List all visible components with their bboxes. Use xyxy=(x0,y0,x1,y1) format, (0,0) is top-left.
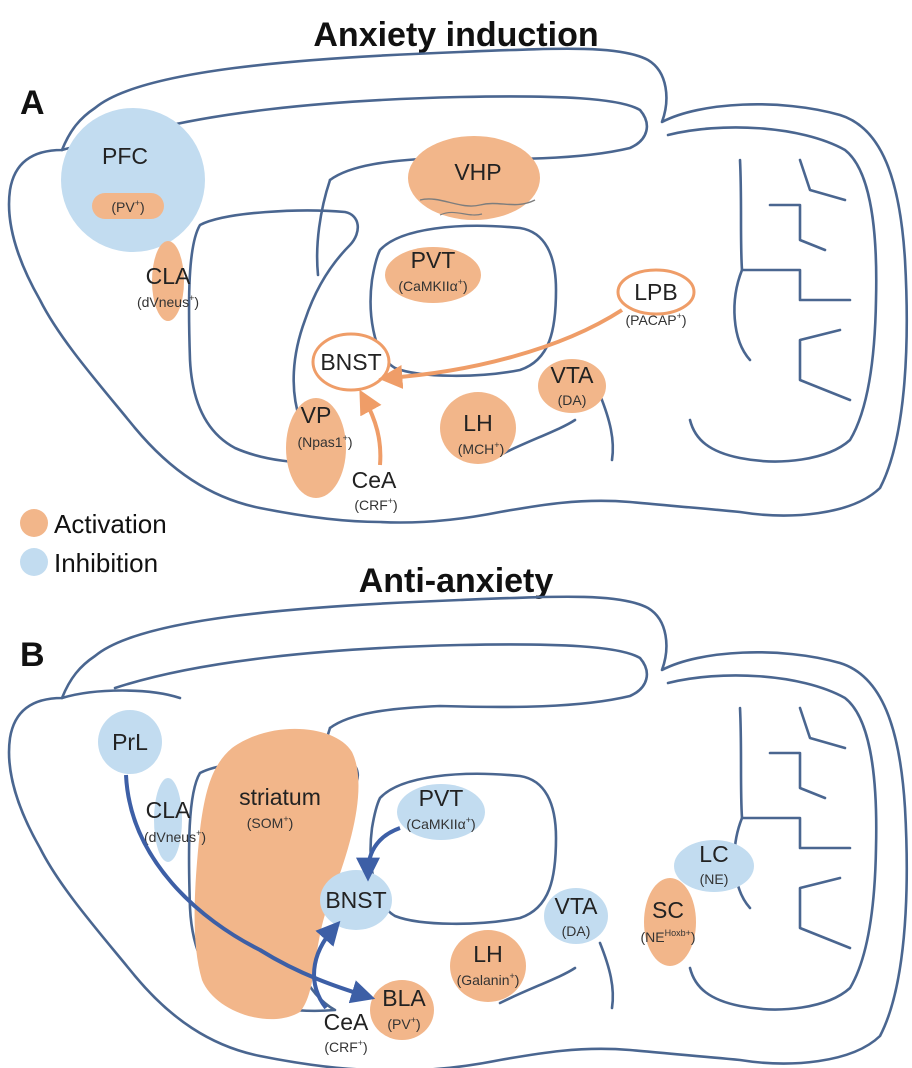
region-pvt-b xyxy=(397,784,485,840)
arrow-pvt-to-bnst xyxy=(356,826,401,882)
cea-label-a: CeA xyxy=(352,467,397,493)
legend-activation-label: Activation xyxy=(54,509,167,539)
pvt-label-b: PVT xyxy=(419,785,464,811)
region-lh-a xyxy=(440,392,516,464)
lh-label-b: LH xyxy=(473,941,502,967)
prl-label-b: PrL xyxy=(112,729,148,755)
region-sc-b xyxy=(644,878,696,966)
pvt-sub-a: (CaMKIIα+) xyxy=(398,277,467,294)
legend-inhibition-label: Inhibition xyxy=(54,548,158,578)
region-bnst-a xyxy=(311,332,391,392)
lh-sub-a: (MCH+) xyxy=(458,440,504,457)
lh-label-a: LH xyxy=(463,410,492,436)
region-lc-b xyxy=(674,840,754,892)
panel-a: Anxiety induction A PFC (PV+) CLA (dVneu… xyxy=(7,16,909,524)
lpb-sub-a: (PACAP+) xyxy=(625,311,686,328)
arrow-cea-to-bnst-a xyxy=(359,389,383,466)
region-bla-b xyxy=(370,980,434,1040)
lh-sub-b: (Galanin+) xyxy=(457,971,520,988)
bla-sub-b: (PV+) xyxy=(387,1015,420,1032)
sc-label-b: SC xyxy=(652,897,684,923)
striatum-sub-b: (SOM+) xyxy=(247,814,294,831)
sc-sub-b: (NEHoxb+) xyxy=(640,928,695,945)
region-striatum-b xyxy=(194,728,359,1020)
region-prl-b xyxy=(98,710,162,774)
arrow-lpb-to-bnst xyxy=(378,308,624,389)
bla-label-b: BLA xyxy=(382,985,426,1011)
vp-sub-a: (Npas1+) xyxy=(297,433,352,450)
bnst-label-b: BNST xyxy=(325,887,386,913)
region-lpb-a xyxy=(616,268,696,316)
vta-label-a: VTA xyxy=(550,362,594,388)
region-pfc-pv-a xyxy=(92,193,164,219)
vta-label-b: VTA xyxy=(554,893,598,919)
cla-label-b: CLA xyxy=(146,797,191,823)
cea-label-b: CeA xyxy=(324,1009,369,1035)
vta-sub-b: (DA) xyxy=(562,923,591,939)
vta-sub-a: (DA) xyxy=(558,392,587,408)
region-lh-b xyxy=(450,930,526,1002)
legend: Activation Inhibition xyxy=(20,509,167,578)
region-pfc-a xyxy=(61,108,205,252)
region-vp-a xyxy=(286,398,346,498)
vp-label-a: VP xyxy=(301,402,332,428)
legend-inhibition-swatch xyxy=(20,548,48,576)
pvt-sub-b: (CaMKIIα+) xyxy=(406,815,475,832)
arrow-cea-to-bnst-b xyxy=(312,920,341,1010)
panel-a-letter: A xyxy=(20,84,45,122)
cla-sub-a: (dVneus+) xyxy=(137,293,199,310)
bnst-label-a: BNST xyxy=(320,349,381,375)
panel-b: Anti-anxiety B striatum (SOM+) PrL CLA (… xyxy=(7,562,909,1068)
lpb-label-a: LPB xyxy=(634,279,677,305)
pfc-label-a: PFC xyxy=(102,143,148,169)
region-vta-a xyxy=(538,359,606,413)
pfc-pv-label-a: (PV+) xyxy=(111,198,144,215)
cea-sub-b: (CRF+) xyxy=(324,1038,367,1055)
region-vta-b xyxy=(544,888,608,944)
cla-label-a: CLA xyxy=(146,263,191,289)
lc-label-b: LC xyxy=(699,841,728,867)
lc-sub-b: (NE) xyxy=(700,871,729,887)
region-vhp-a xyxy=(408,136,540,220)
panel-b-letter: B xyxy=(20,636,45,674)
cla-sub-b: (dVneus+) xyxy=(144,828,206,845)
cea-sub-a: (CRF+) xyxy=(354,496,397,513)
pvt-label-a: PVT xyxy=(411,247,456,273)
arrow-prl-to-bla xyxy=(124,774,376,1004)
legend-activation-swatch xyxy=(20,509,48,537)
region-cla-a xyxy=(152,241,184,321)
panel-a-title: Anxiety induction xyxy=(313,16,598,54)
vhp-label-a: VHP xyxy=(454,159,501,185)
region-cla-b xyxy=(154,778,182,862)
striatum-label-b: striatum xyxy=(239,784,321,810)
panel-b-title: Anti-anxiety xyxy=(359,562,554,600)
region-pvt-a xyxy=(385,247,481,303)
region-bnst-b xyxy=(320,870,392,930)
